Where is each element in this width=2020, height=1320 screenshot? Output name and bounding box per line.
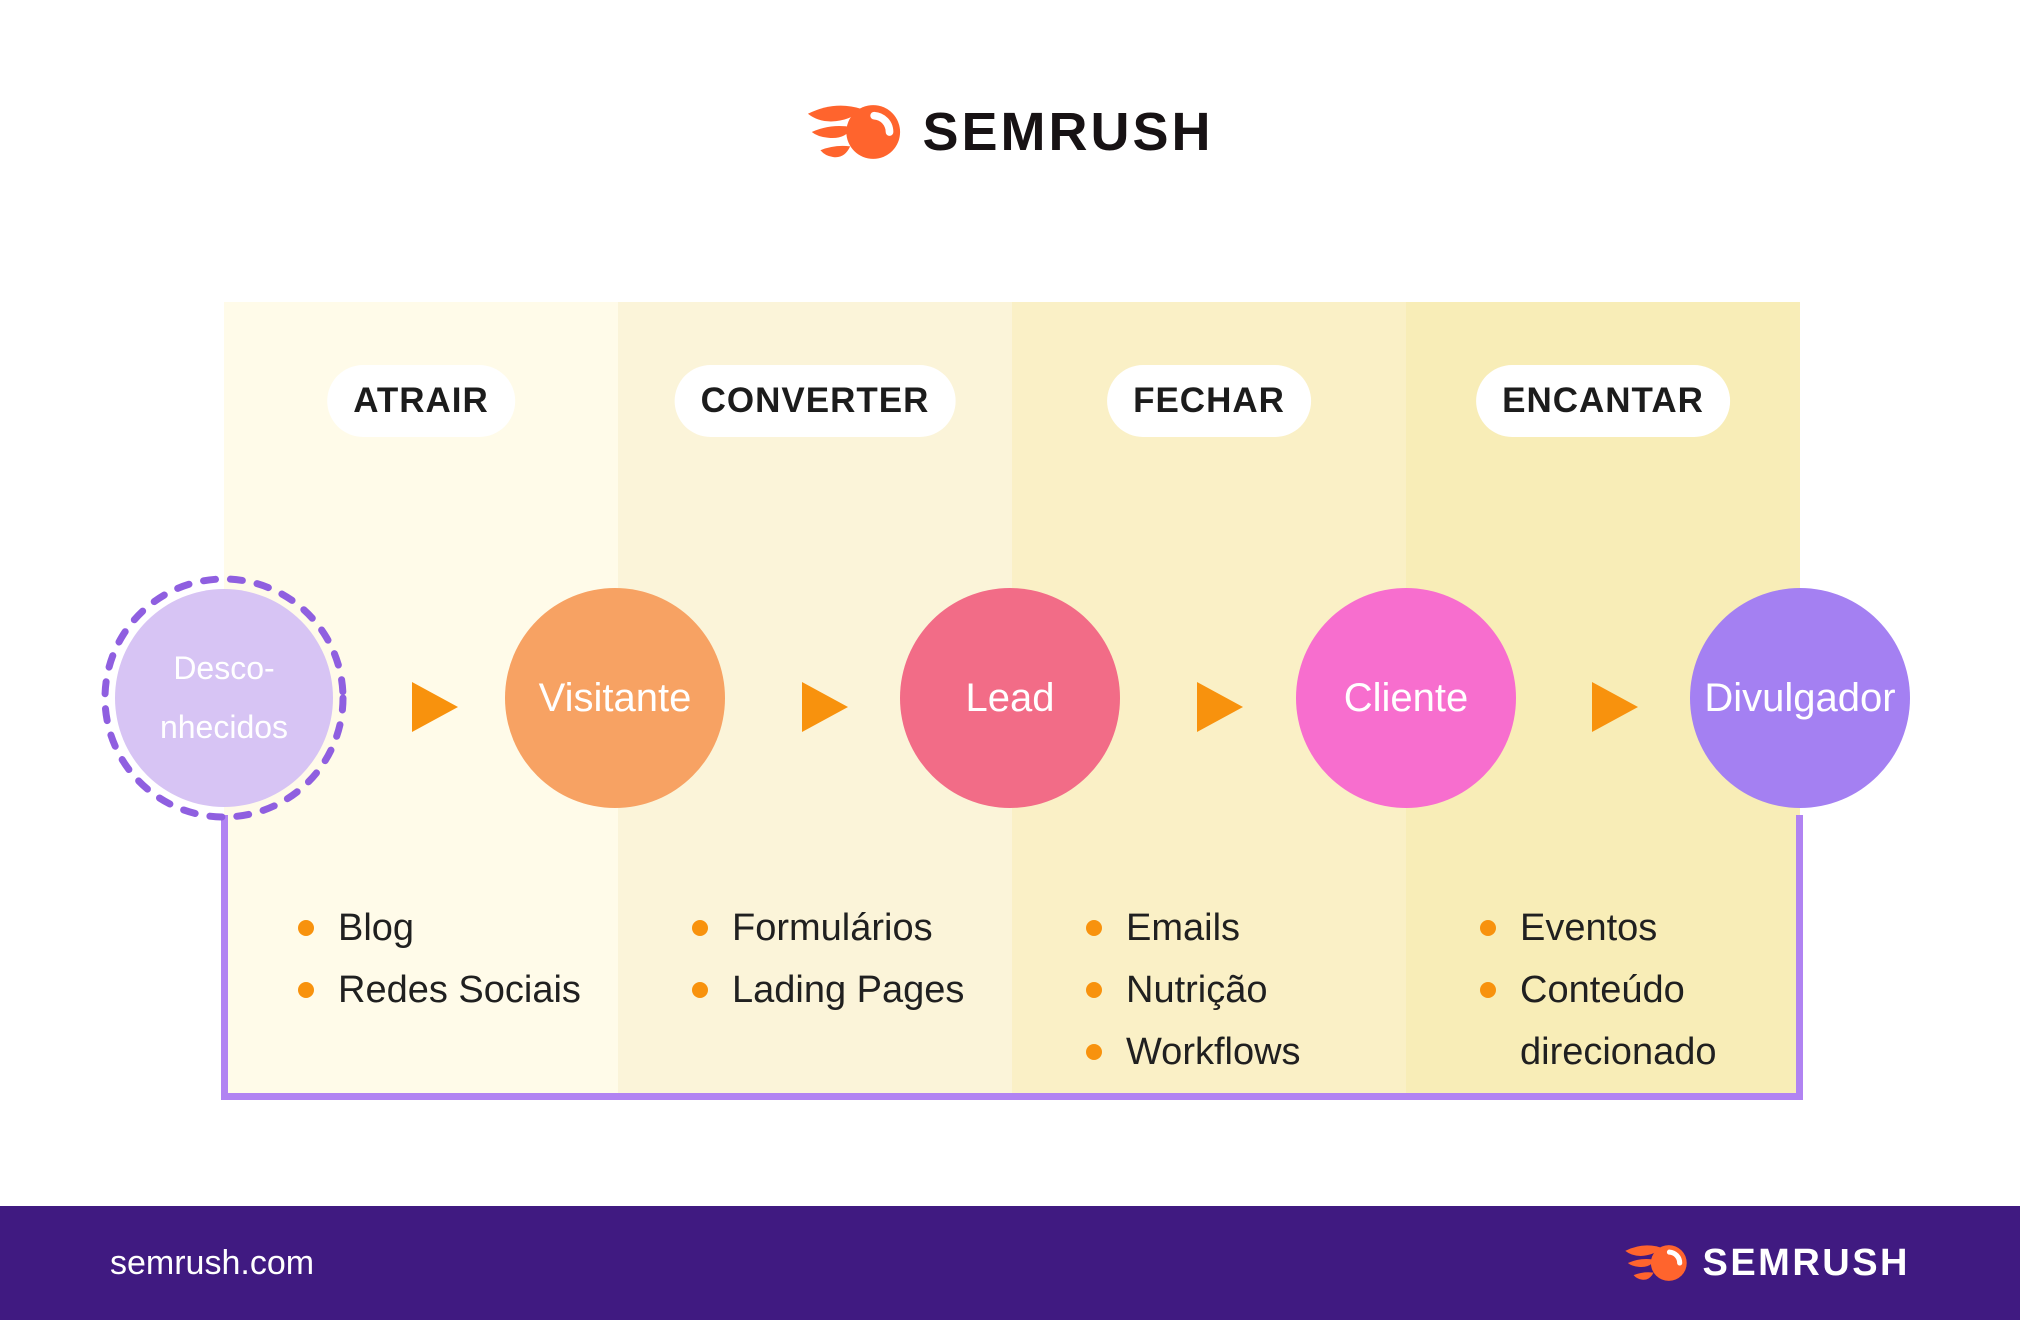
connector-line [221, 815, 1803, 1100]
list-item-text: Emails [1126, 907, 1241, 949]
bullet-icon [1086, 1044, 1102, 1060]
list-item: Blog [298, 897, 606, 959]
funnel-node-circle: Desco- nhecidos [115, 589, 333, 807]
list-item: Conteúdo direcionado [1480, 959, 1788, 1083]
list-item: Eventos [1480, 897, 1788, 959]
list-item: Workflows [1086, 1021, 1394, 1083]
semrush-logo-footer: SEMRUSH [1624, 1242, 1910, 1285]
list-item-text: Eventos [1520, 907, 1658, 949]
stage-pill-fechar: FECHAR [1107, 365, 1311, 437]
list-item-text: Nutrição [1126, 969, 1268, 1011]
node-label-line2: nhecidos [159, 709, 289, 745]
bullet-icon [1086, 920, 1102, 936]
bullet-icon [1480, 920, 1496, 936]
list-item-text: Conteúdo direcionado [1520, 969, 1717, 1073]
list-item: Nutrição [1086, 959, 1394, 1021]
list-item: Emails [1086, 897, 1394, 959]
list-item-text: Blog [338, 907, 415, 949]
node-label-line1: Desco- [173, 650, 275, 686]
bullet-icon [298, 982, 314, 998]
funnel-node-desconhecidos: Desco- nhecidos [99, 573, 349, 823]
node-label: Divulgador [1704, 675, 1896, 720]
semrush-wordmark: SEMRUSH [1702, 1241, 1910, 1284]
semrush-flame-icon [808, 105, 901, 159]
bullet-icon [298, 920, 314, 936]
list-item-text: Workflows [1126, 1031, 1301, 1073]
list-item-text: Lading Pages [732, 969, 965, 1011]
stage-pill-converter: CONVERTER [674, 365, 956, 437]
funnel-node-cliente: Cliente [1296, 588, 1516, 808]
funnel-node-lead: Lead [900, 588, 1120, 808]
list-item-text: Redes Sociais [338, 969, 581, 1011]
bullet-icon [692, 920, 708, 936]
stage-items-encantar: Eventos Conteúdo direcionado [1480, 897, 1788, 1083]
stage-items-converter: Formulários Lading Pages [692, 897, 1000, 1021]
footer-bar: semrush.com SEMRUSH [0, 1206, 2020, 1320]
stage-items-fechar: Emails Nutrição Workflows [1086, 897, 1394, 1083]
list-item: Lading Pages [692, 959, 1000, 1021]
footer-url: semrush.com [110, 1243, 315, 1282]
list-item: Formulários [692, 897, 1000, 959]
node-label: Visitante [538, 675, 692, 720]
list-item-text: Formulários [732, 907, 933, 949]
node-label: Lead [965, 675, 1055, 720]
node-label: Cliente [1343, 675, 1469, 720]
semrush-flame-icon [1625, 1245, 1688, 1281]
dashed-ring-icon [101, 575, 347, 821]
funnel-node-visitante: Visitante [505, 588, 725, 808]
funnel-node-divulgador: Divulgador [1690, 588, 1910, 808]
semrush-logo-header: SEMRUSH [0, 100, 2020, 164]
bullet-icon [1480, 982, 1496, 998]
bullet-icon [692, 982, 708, 998]
bullet-icon [1086, 982, 1102, 998]
stage-items-atrair: Blog Redes Sociais [298, 897, 606, 1021]
stage-pill-atrair: ATRAIR [327, 365, 515, 437]
stage-pill-encantar: ENCANTAR [1476, 365, 1730, 437]
semrush-wordmark: SEMRUSH [922, 102, 1214, 162]
list-item: Redes Sociais [298, 959, 606, 1021]
